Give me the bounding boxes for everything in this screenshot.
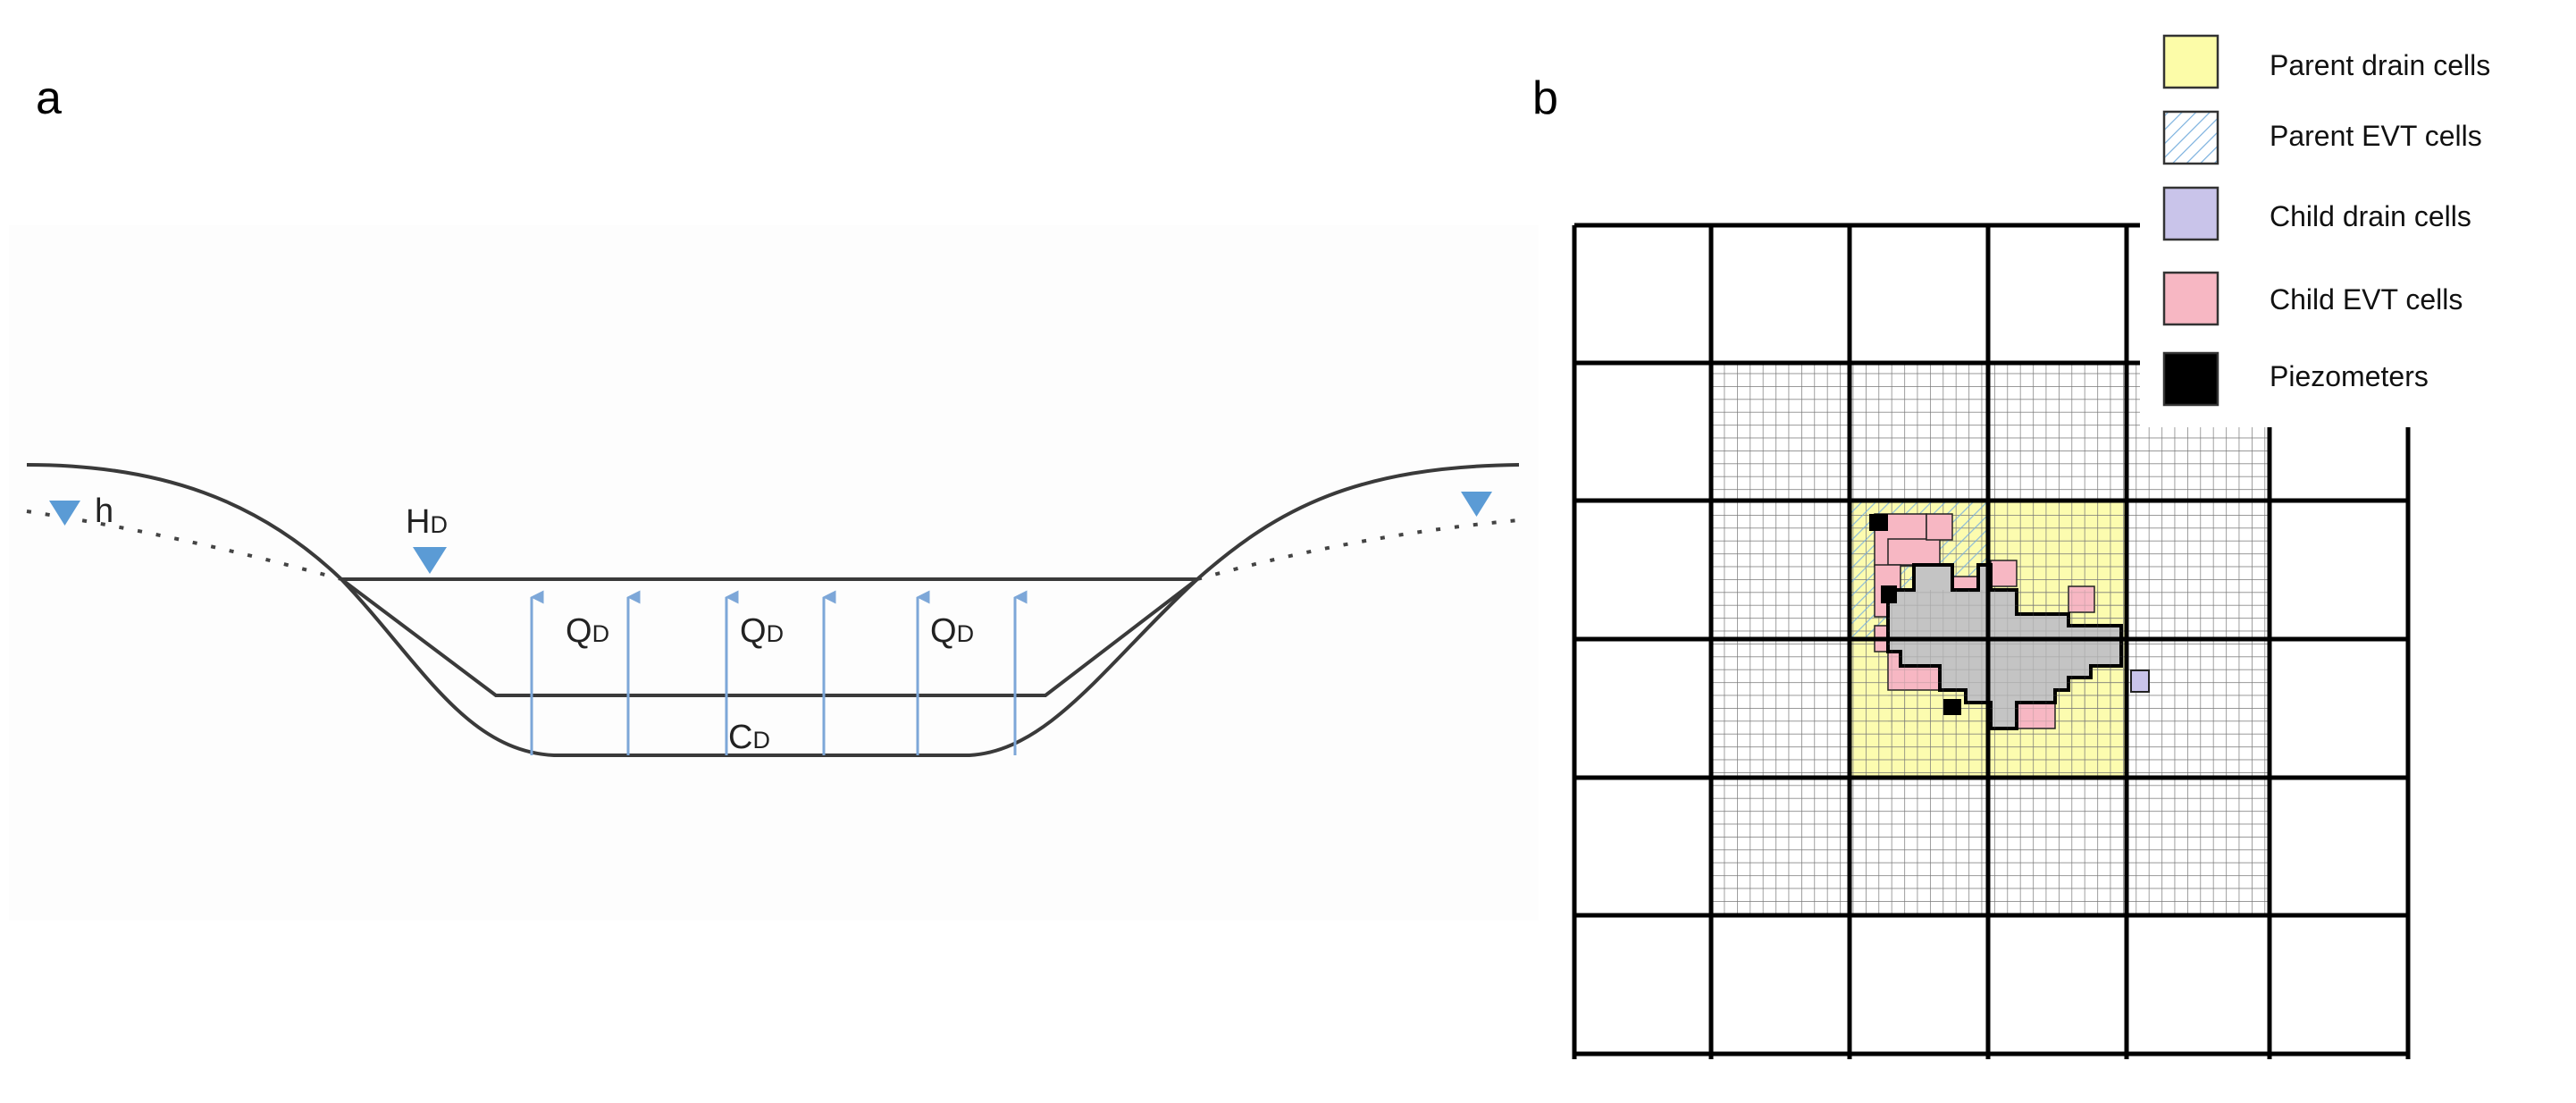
legend-label-parent-drain: Parent drain cells: [2270, 49, 2490, 81]
water-table-symbol: h: [95, 493, 113, 530]
piezometers: [1869, 514, 1961, 715]
legend-swatch-parent-drain: [2162, 34, 2219, 89]
legend-swatch-piezometers: [2162, 351, 2219, 407]
panel-a-background: [9, 225, 1539, 921]
panel-b-label: b: [1532, 72, 1558, 124]
legend-label-piezometers: Piezometers: [2270, 360, 2429, 392]
piezometer-marker: [1881, 585, 1897, 603]
legend-label-child-drain: Child drain cells: [2270, 200, 2471, 232]
legend-label-child-evt: Child EVT cells: [2270, 283, 2463, 316]
legend-label-parent-evt: Parent EVT cells: [2270, 120, 2482, 152]
conductance-symbol: CD: [728, 719, 770, 756]
flow-symbol-1: QD: [566, 612, 609, 650]
piezometer-marker: [1943, 699, 1961, 715]
water-table-right: [1196, 518, 1520, 581]
panel-a: a h HD QD QD QD CD: [9, 72, 1539, 921]
water-level-triangle-icon: [1461, 492, 1492, 517]
ground-profile: [26, 463, 1520, 757]
panel-b: b: [1532, 14, 2569, 1059]
legend-swatch-parent-evt: [2162, 110, 2219, 165]
parent-grid: [1572, 223, 2411, 1059]
legend-swatch-child-drain: [2162, 186, 2219, 241]
flow-arrows: [530, 590, 1028, 755]
drain-head-symbol: HD: [406, 503, 448, 541]
legend-swatch-child-evt: [2162, 271, 2219, 326]
piezometer-marker: [1869, 514, 1888, 531]
panel-a-label: a: [36, 72, 62, 124]
flow-symbol-2: QD: [740, 612, 784, 650]
water-level-triangle-icon: [49, 501, 80, 526]
legend: Parent drain cells Parent EVT cells Chil…: [2140, 14, 2569, 427]
child-drain-cell: [2130, 669, 2150, 693]
drain-bed: [340, 577, 1199, 697]
water-level-triangle-icon: [413, 547, 447, 574]
flow-symbol-3: QD: [930, 612, 974, 650]
domain-grid-overlay: [1888, 590, 2122, 728]
